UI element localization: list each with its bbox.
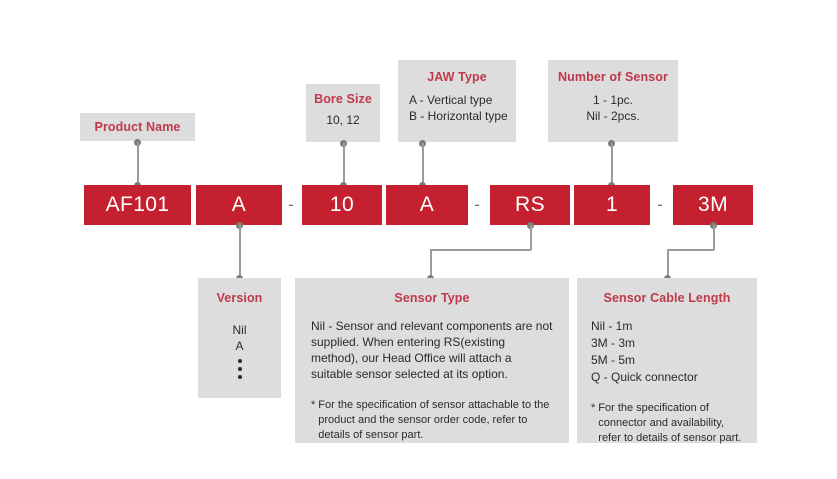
callout-product-name-title: Product Name [94, 120, 181, 134]
callout-jaw-type-title: JAW Type [427, 70, 487, 84]
callout-bore-size-values: 10, 12 [326, 113, 360, 127]
callout-bore-size: Bore Size 10, 12 [306, 84, 380, 142]
callout-sensor-cable-length-note: * For the specification of connector and… [591, 401, 743, 446]
callout-jaw-type: JAW Type A - Vertical type B - Horizonta… [398, 60, 516, 142]
cable-length-option-q: Q - Quick connector [591, 370, 698, 384]
note-text: For the specification of sensor attachab… [318, 399, 550, 441]
connector-line-number-of-sensor [611, 143, 613, 186]
callout-sensor-type-body: Nil - Sensor and relevant components are… [311, 319, 553, 381]
callout-version-title: Version [216, 291, 263, 305]
jaw-type-option-b: B - Horizontal type [409, 109, 508, 123]
code-chip-version[interactable]: A [196, 185, 282, 225]
connector-line-cable-length-a [713, 225, 715, 250]
sensor-count-option-1: 1 - 1pc. [592, 93, 634, 107]
callout-sensor-cable-length: Sensor Cable Length Nil - 1m 3M - 3m 5M … [577, 278, 757, 446]
callout-sensor-type: Sensor Type Nil - Sensor and relevant co… [295, 278, 569, 443]
callout-sensor-type-title: Sensor Type [394, 291, 470, 305]
cable-length-option-nil: Nil - 1m [591, 319, 633, 333]
callout-jaw-type-options: A - Vertical type B - Horizontal type [398, 92, 516, 124]
connector-line-version [239, 225, 241, 278]
connector-line-bore-size [343, 143, 345, 186]
version-option-nil: Nil [232, 323, 247, 337]
connector-line-cable-length-b [667, 249, 714, 251]
code-chip-jaw-type[interactable]: A [386, 185, 468, 225]
callout-number-of-sensor-options: 1 - 1pc. Nil - 2pcs. [548, 92, 678, 124]
vertical-ellipsis-icon [198, 359, 281, 379]
code-separator-1: - [288, 195, 294, 214]
callout-sensor-type-note: * For the specification of sensor attach… [311, 398, 553, 443]
cable-length-option-5m: 5M - 5m [591, 353, 636, 367]
jaw-type-option-a: A - Vertical type [409, 93, 493, 107]
callout-bore-size-title: Bore Size [314, 92, 372, 106]
callout-sensor-cable-length-options: Nil - 1m 3M - 3m 5M - 5m Q - Quick conne… [591, 318, 743, 386]
callout-version-options: Nil A [198, 322, 281, 379]
note-asterisk: * [591, 402, 596, 414]
connector-line-sensor-type-a [530, 225, 532, 250]
code-chip-number-of-sensor[interactable]: 1 [574, 185, 650, 225]
code-separator-2: - [474, 195, 480, 214]
code-separator-3: - [657, 195, 663, 214]
code-chip-sensor-type[interactable]: RS [490, 185, 570, 225]
cable-length-option-3m: 3M - 3m [591, 336, 636, 350]
code-chip-product-name[interactable]: AF101 [84, 185, 191, 225]
connector-line-sensor-type-b [430, 249, 531, 251]
callout-number-of-sensor: Number of Sensor 1 - 1pc. Nil - 2pcs. [548, 60, 678, 142]
version-option-a: A [235, 339, 244, 353]
connector-line-jaw-type [422, 143, 424, 186]
callout-sensor-cable-length-title: Sensor Cable Length [603, 291, 731, 305]
sensor-count-option-nil: Nil - 2pcs. [586, 109, 640, 123]
connector-line-sensor-type-c [430, 249, 432, 278]
callout-version: Version Nil A [198, 278, 281, 398]
code-chip-bore-size[interactable]: 10 [302, 185, 382, 225]
callout-number-of-sensor-title: Number of Sensor [558, 70, 668, 84]
code-chip-sensor-cable-length[interactable]: 3M [673, 185, 753, 225]
callout-product-name: Product Name [80, 113, 195, 141]
note-text: For the specification of connector and a… [598, 402, 742, 444]
note-asterisk: * [311, 399, 316, 411]
connector-line-cable-length-c [667, 249, 669, 278]
connector-line-product-name [137, 142, 139, 186]
